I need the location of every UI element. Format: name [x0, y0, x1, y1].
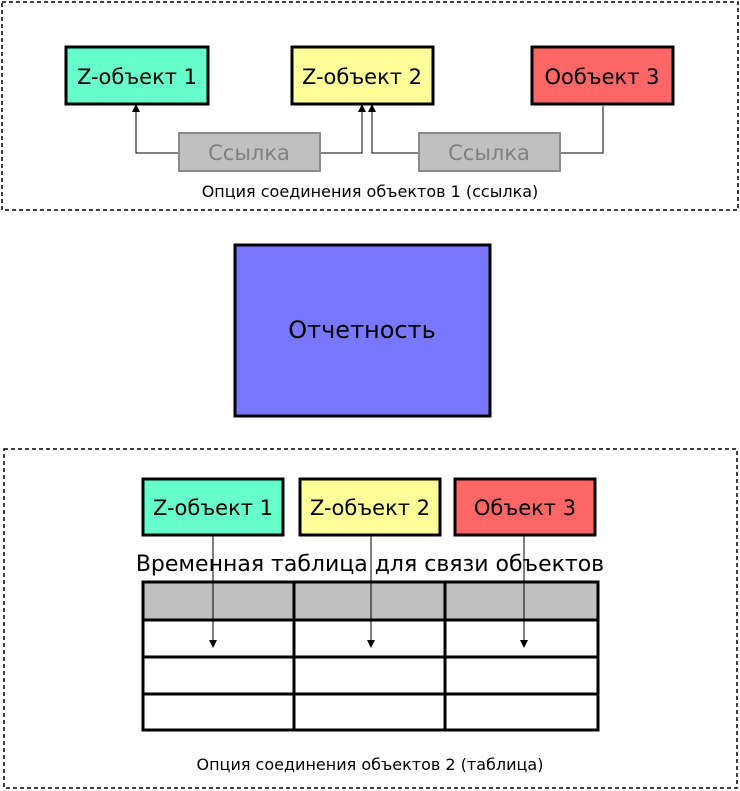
- option2-section: Временная таблица для связи объектов Z-о…: [3, 448, 738, 789]
- option1-link-2-label: Ссылка: [448, 141, 530, 165]
- option1-object-2-label: Z-объект 2: [302, 65, 422, 89]
- option1-caption: Опция соединения объектов 1 (ссылка): [202, 182, 539, 201]
- option1-object-3: Ообъект 3: [530, 45, 675, 106]
- link2-connector-left: [368, 104, 418, 154]
- option1-section: Z-объект 1 Z-объект 2 Ообъект 3 Ссылка С…: [1, 1, 739, 211]
- option1-object-1-box: [64, 45, 210, 106]
- option1-object-3-label: Ообъект 3: [544, 65, 659, 89]
- option1-object-2: Z-объект 2: [290, 45, 435, 106]
- reporting-block: Отчетность: [233, 243, 492, 418]
- option2-frame: [3, 448, 738, 789]
- option1-link-1-label: Ссылка: [208, 141, 290, 165]
- option2-caption: Опция соединения объектов 2 (таблица): [197, 755, 544, 774]
- link2-connector-right: [560, 106, 604, 154]
- option2-object-1: Z-объект 1: [141, 477, 285, 537]
- link-table-title: Временная таблица для связи объектов: [136, 552, 604, 577]
- option2-object-2-box: [298, 477, 442, 537]
- option2-object-2-label: Z-объект 2: [310, 496, 430, 520]
- option2-object-3-box: [453, 477, 597, 537]
- link1-connector-right: [320, 104, 366, 154]
- option1-frame: [1, 1, 739, 211]
- reporting-label: Отчетность: [288, 316, 436, 344]
- option1-object-1-label: Z-объект 1: [77, 65, 197, 89]
- option2-object-1-label: Z-объект 1: [153, 496, 273, 520]
- reporting-box: [233, 243, 492, 418]
- option2-object-3: Объект 3: [453, 477, 597, 537]
- option1-object-1: Z-объект 1: [64, 45, 210, 106]
- option1-link-1: Ссылка: [178, 132, 321, 172]
- option1-object-2-box: [290, 45, 435, 106]
- option1-link-1-box: [178, 132, 321, 172]
- option2-object-1-box: [141, 477, 285, 537]
- link1-connector-left: [132, 104, 178, 154]
- option1-link-2-box: [418, 132, 561, 172]
- option1-object-3-box: [530, 45, 675, 106]
- option2-object-2: Z-объект 2: [298, 477, 442, 537]
- option2-object-3-label: Объект 3: [474, 496, 576, 520]
- option1-link-2: Ссылка: [418, 132, 561, 172]
